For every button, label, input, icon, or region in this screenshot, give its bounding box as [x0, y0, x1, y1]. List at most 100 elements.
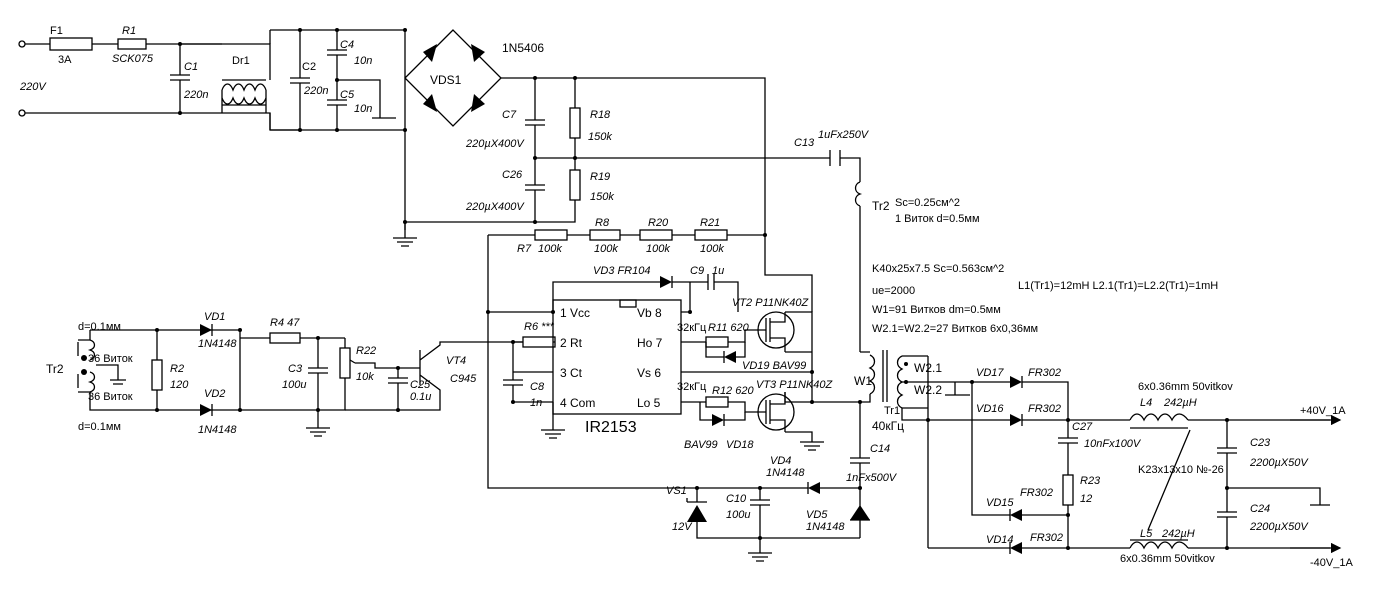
label-r7v: 100k [538, 243, 562, 255]
label-d2: d=0.1мм [78, 421, 121, 433]
label-r21: R21 [700, 217, 720, 229]
label-w22: W2.2 [914, 383, 942, 397]
label-c26: C26 [502, 169, 523, 181]
label-r22v: 10k [356, 371, 374, 383]
vt3-mosfet [699, 392, 862, 451]
spec-3: ue=2000 [872, 285, 915, 297]
label-vd5: VD5 [806, 509, 828, 521]
label-r11: R11 620 [708, 322, 750, 334]
label-c7v: 220µX400V [465, 138, 525, 150]
label-vd18a: BAV99 [684, 439, 718, 451]
label-vd17: VD17 [976, 367, 1004, 379]
label-c27: C27 [1072, 421, 1093, 433]
label-c2v: 220n [303, 85, 328, 97]
mains-input [18, 28, 405, 132]
label-freq2: 32кГц [677, 381, 707, 393]
label-f1v: 3A [58, 54, 72, 66]
label-r21v: 100k [700, 243, 724, 255]
label-c10v: 100u [726, 509, 750, 521]
aux-supply [686, 402, 870, 562]
label-r1v: SCK075 [112, 53, 154, 65]
label-r20: R20 [648, 217, 669, 229]
label-vs1: VS1 [666, 485, 687, 497]
pin-8: Vb 8 [637, 306, 662, 320]
label-d1: d=0.1мм [78, 321, 121, 333]
bulk-capacitors [393, 76, 861, 247]
label-r4: R4 47 [270, 317, 300, 329]
label-r19: R19 [590, 171, 610, 183]
label-r12: R12 620 [712, 385, 754, 397]
label-dr1: Dr1 [232, 55, 250, 67]
label-vt4v: C945 [450, 373, 477, 385]
label-vd4: VD4 [770, 455, 791, 467]
tr2-primary [854, 181, 863, 352]
timing [488, 336, 565, 439]
label-c3: C3 [288, 363, 303, 375]
label-vd14: VD14 [986, 534, 1014, 546]
label-tr2-right: Tr2 [872, 199, 890, 213]
label-c26v: 220µX400V [465, 201, 525, 213]
pin-7: Ho 7 [637, 336, 663, 350]
label-c23: C23 [1250, 437, 1271, 449]
label-vs1v: 12V [672, 521, 693, 533]
label-r8: R8 [595, 217, 610, 229]
label-r2v: 120 [170, 379, 189, 391]
label-c4: C4 [340, 39, 354, 51]
label-c25: C25 [410, 379, 431, 391]
label-c1v: 220n [183, 89, 208, 101]
label-c27v: 10nFx100V [1084, 438, 1142, 450]
label-r23v: 12 [1080, 493, 1092, 505]
label-vd18b: VD18 [726, 439, 754, 451]
label-vt4: VT4 [446, 355, 466, 367]
label-l5v: 242µH [1161, 528, 1195, 540]
ic-label: IR2153 [585, 419, 637, 436]
label-r8v: 100k [594, 243, 618, 255]
pin-6: Vs 6 [637, 366, 661, 380]
spec-5: W2.1=W2.2=27 Витков 6x0,36мм [872, 323, 1038, 335]
label-r6: R6 *** [524, 321, 555, 333]
label-c3v: 100u [282, 379, 306, 391]
label-w21: W2.1 [914, 361, 942, 375]
bootstrap [551, 274, 739, 314]
label-vd1v: 1N4148 [198, 338, 237, 350]
vt2-mosfet [698, 311, 814, 402]
label-vd19: VD19 BAV99 [742, 360, 806, 372]
label-vd2: VD2 [204, 388, 225, 400]
label-vd15: VD15 [986, 497, 1014, 509]
label-vd4v: 1N4148 [766, 467, 805, 479]
resistor-r18 [569, 107, 581, 139]
transformer-tr1 [860, 350, 972, 548]
label-c4v: 10n [354, 55, 372, 67]
label-c13: C13 [794, 137, 815, 149]
label-c5: C5 [340, 89, 355, 101]
label-c24: C24 [1250, 503, 1270, 515]
label-out-minus: -40V_1A [1310, 557, 1353, 569]
label-r18v: 150k [588, 131, 612, 143]
pin-4: 4 Com [560, 396, 595, 410]
label-l5-wire: 6x0.36mm 50vitkov [1120, 553, 1215, 565]
label-c7: C7 [502, 109, 517, 121]
label-r7: R7 [517, 243, 532, 255]
labels: F1 3A R1 SCK075 220V C1 220n Dr1 C2 220n… [19, 25, 1353, 569]
label-l4: L4 [1140, 397, 1152, 409]
label-c5v: 10n [354, 103, 372, 115]
label-vd17v: FR302 [1028, 367, 1061, 379]
spec-2: L1(Tr1)=12mH L2.1(Tr1)=L2.2(Tr1)=1mH [1018, 280, 1218, 292]
label-r23: R23 [1080, 475, 1101, 487]
label-r18: R18 [590, 109, 611, 121]
output-stage [928, 376, 1342, 554]
label-c14v: 1nFx500V [846, 472, 898, 484]
label-c2: C2 [302, 61, 316, 73]
label-core: K23x13x10 №-26 [1138, 464, 1224, 476]
startup-resistors [486, 229, 767, 489]
label-c13v: 1uFx250V [818, 129, 870, 141]
label-l4-wire: 6x0.36mm 50vitkov [1138, 381, 1233, 393]
label-vd5v: 1N4148 [806, 521, 845, 533]
label-c8v: 1n [530, 397, 542, 409]
label-vd16: VD16 [976, 403, 1004, 415]
label-vds1: VDS1 [430, 73, 462, 87]
label-tr1: Tr1 [884, 405, 900, 417]
label-c9v: 1u [712, 265, 724, 277]
label-vd14v: FR302 [1030, 532, 1063, 544]
